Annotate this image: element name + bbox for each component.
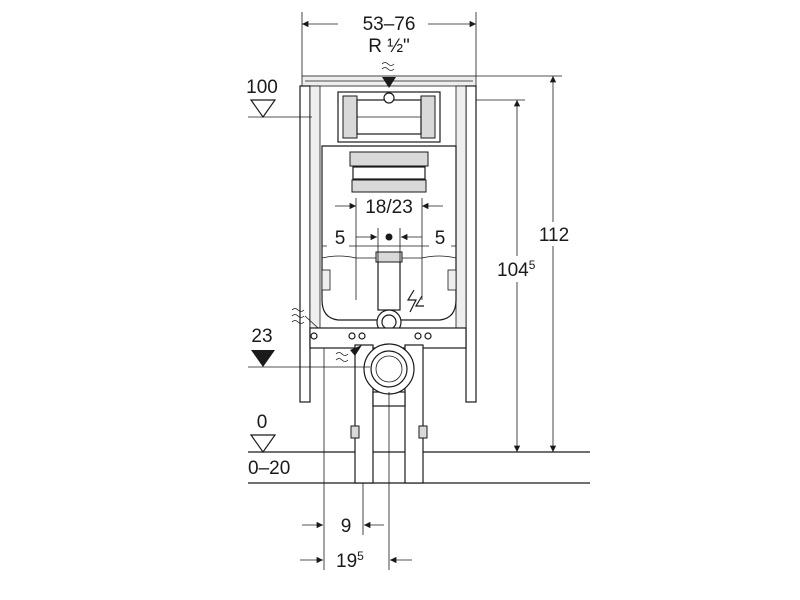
anchor-spacing-label: 18/23 — [365, 197, 413, 218]
height-104-label: 1045 — [497, 258, 536, 281]
electric-symbol — [406, 289, 424, 313]
drain-and-legs — [350, 343, 428, 484]
dim-frame-height — [476, 99, 548, 452]
offset-right-label: 5 — [435, 228, 446, 249]
height-104-sup: 5 — [529, 258, 536, 272]
height-112-label: 112 — [539, 225, 569, 246]
level-23-marker — [248, 350, 370, 368]
level-0-marker — [249, 434, 277, 454]
dim-frame-width — [301, 12, 477, 76]
connection-label: R ½" — [368, 36, 410, 57]
frame-width-label: 53–76 — [363, 14, 416, 35]
dim-total-height — [476, 75, 576, 452]
water-supply-symbol — [381, 62, 396, 104]
bottom-19-main: 19 — [336, 551, 357, 572]
offset-left-label: 5 — [335, 228, 346, 249]
bottom-19-label: 195 — [336, 549, 364, 572]
dim-anchor-spacing — [335, 196, 443, 300]
cistern — [321, 145, 457, 321]
height-104-main: 104 — [497, 260, 529, 281]
level-100-label: 100 — [246, 77, 278, 98]
water-inlet-left-symbol — [291, 308, 319, 329]
level-0-label: 0 — [257, 412, 268, 433]
upper-bracket — [337, 91, 441, 143]
flush-pipe — [375, 251, 403, 335]
water-inlet-mid-symbol — [335, 345, 362, 362]
dim-side-offsets — [327, 228, 451, 300]
level-23-label: 23 — [251, 326, 272, 347]
bottom-9-label: 9 — [341, 516, 352, 537]
frame-right-post — [455, 85, 477, 403]
lower-crossbar — [309, 327, 467, 349]
floor-range-label: 0–20 — [248, 458, 290, 479]
frame-left-post — [299, 85, 321, 403]
bottom-19-sup: 5 — [357, 549, 364, 563]
dim-bottom — [300, 348, 412, 572]
level-100-marker — [248, 99, 312, 119]
